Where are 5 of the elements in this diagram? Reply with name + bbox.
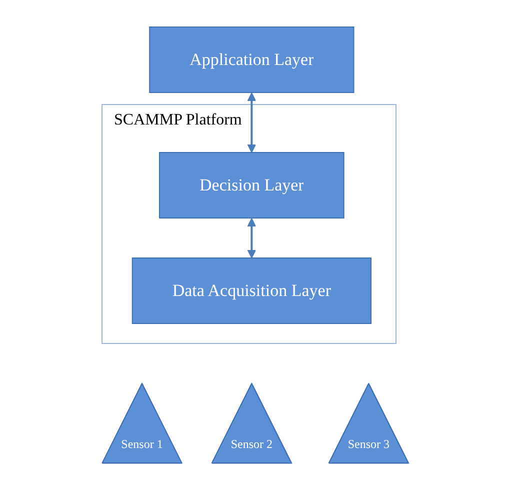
- node-box: Data Acquisition Layer: [132, 258, 372, 324]
- node-box: Application Layer: [149, 26, 354, 94]
- arrow: [248, 218, 256, 259]
- arrow: [248, 92, 256, 154]
- node-box: Decision Layer: [159, 152, 345, 219]
